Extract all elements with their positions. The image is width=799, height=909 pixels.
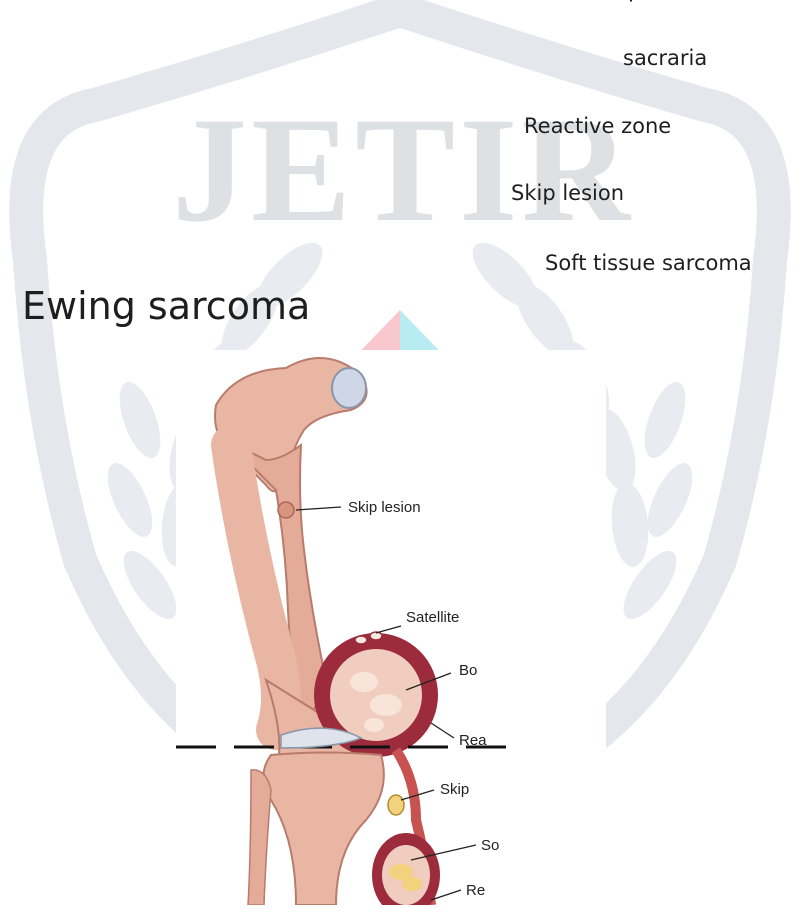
callout-reactive-lower: Re xyxy=(466,882,485,899)
page-heading: Ewing sarcoma xyxy=(22,284,310,328)
label-sacraria: sacraria xyxy=(623,46,707,70)
femoral-head-cartilage xyxy=(332,368,366,408)
label-skip-lesion: Skip lesion xyxy=(511,181,624,205)
ewing-sarcoma-figure: Skip lesion Satellite Bo Rea Skip So Re xyxy=(176,350,606,905)
satellite-nodule xyxy=(355,636,367,644)
label-reactive-zone: Reactive zone xyxy=(524,114,671,138)
callout-reactive: Rea xyxy=(459,732,487,749)
callout-satellite: Satellite xyxy=(406,609,459,626)
truncated-top-text: p xyxy=(628,0,642,3)
callout-bone: Bo xyxy=(459,662,477,679)
callout-skip-lesion: Skip lesion xyxy=(348,499,421,516)
skip-lesion-mark xyxy=(278,502,294,518)
label-soft-tissue-sarcoma: Soft tissue sarcoma xyxy=(545,251,752,275)
callout-skip-lower: Skip xyxy=(440,781,469,798)
skip-lower-mark xyxy=(388,795,404,815)
callout-soft: So xyxy=(481,837,499,854)
